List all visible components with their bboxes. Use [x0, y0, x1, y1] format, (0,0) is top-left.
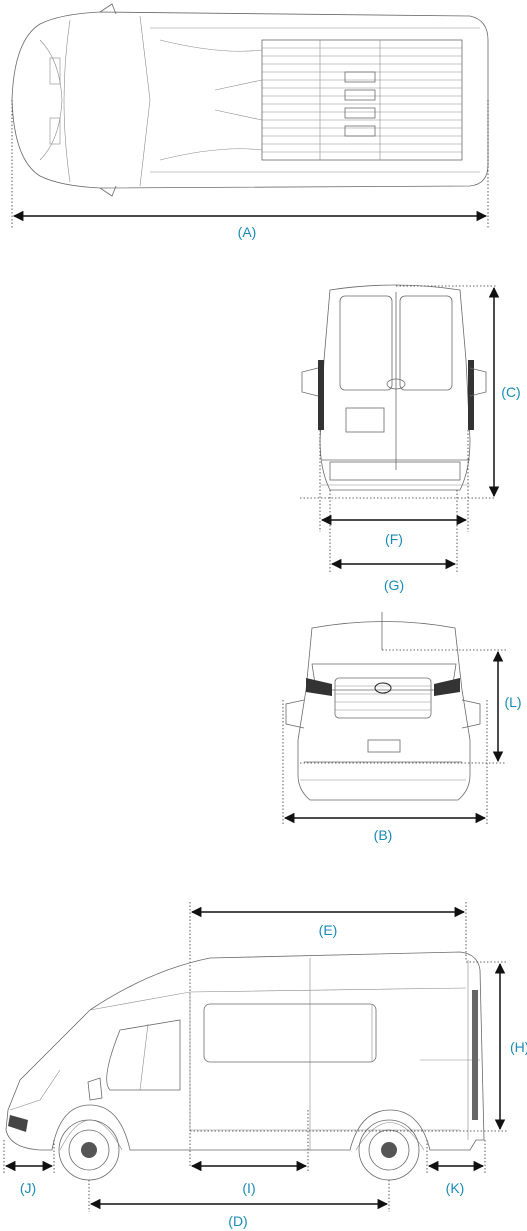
label-h: (H) [510, 1039, 527, 1055]
rear-view: (C) (F) (G) [300, 284, 521, 593]
label-a: (A) [238, 224, 257, 240]
top-view: (A) [11, 3, 489, 240]
label-g: (G) [384, 577, 404, 593]
label-e: (E) [319, 922, 338, 938]
label-i: (I) [242, 1180, 255, 1196]
label-l: (L) [504, 694, 521, 710]
label-f: (F) [385, 531, 403, 547]
side-view: (E) (H) (I) (J) [3, 902, 527, 1229]
label-j: (J) [20, 1180, 36, 1196]
label-k: (K) [446, 1180, 465, 1196]
label-d: (D) [228, 1213, 247, 1229]
label-b: (B) [374, 827, 393, 843]
front-view: (L) (B) [282, 612, 522, 843]
label-c: (C) [501, 384, 520, 400]
